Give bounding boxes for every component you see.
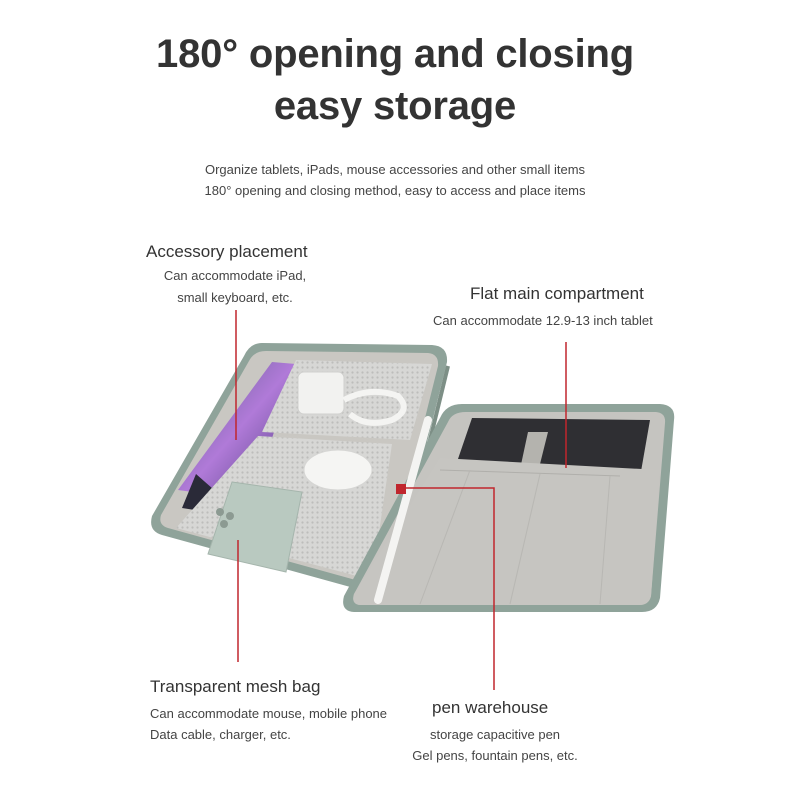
accessory-callout-title: Accessory placement [146, 242, 308, 261]
right-case-half [343, 404, 675, 612]
headline-line-1: 180° opening and closing [156, 32, 634, 76]
headline-line-2: easy storage [273, 84, 517, 128]
pen-warehouse-callout-title: pen warehouse [432, 698, 549, 717]
mesh-bag-callout-title: Transparent mesh bag [150, 677, 321, 696]
leader-lines [235, 310, 567, 690]
mesh-bag-callout-line-2: Data cable, charger, etc. [150, 727, 291, 742]
mouse [303, 449, 373, 491]
subheading-line-1: Organize tablets, iPads, mouse accessori… [204, 162, 586, 177]
left-case-half [151, 343, 448, 594]
pen-warehouse-callout-line-1: storage capacitive pen [429, 727, 561, 742]
main-compartment-callout-line-1: Can accommodate 12.9-13 inch tablet [433, 313, 653, 328]
pen [374, 416, 432, 604]
phone [207, 481, 303, 573]
charger [297, 371, 345, 415]
tablet-screen [178, 362, 296, 500]
subheading-line-2: 180° opening and closing method, easy to… [204, 183, 586, 198]
mesh-bag-callout-line-1: Can accommodate mouse, mobile phone [150, 706, 388, 721]
main-compartment-callout-title: Flat main compartment [470, 284, 644, 303]
accessory-callout-line-1: Can accommodate iPad, [163, 268, 307, 283]
accessory-callout-line-2: small keyboard, etc. [177, 290, 293, 305]
pen-warehouse-callout-line-2: Gel pens, fountain pens, etc. [412, 748, 578, 763]
